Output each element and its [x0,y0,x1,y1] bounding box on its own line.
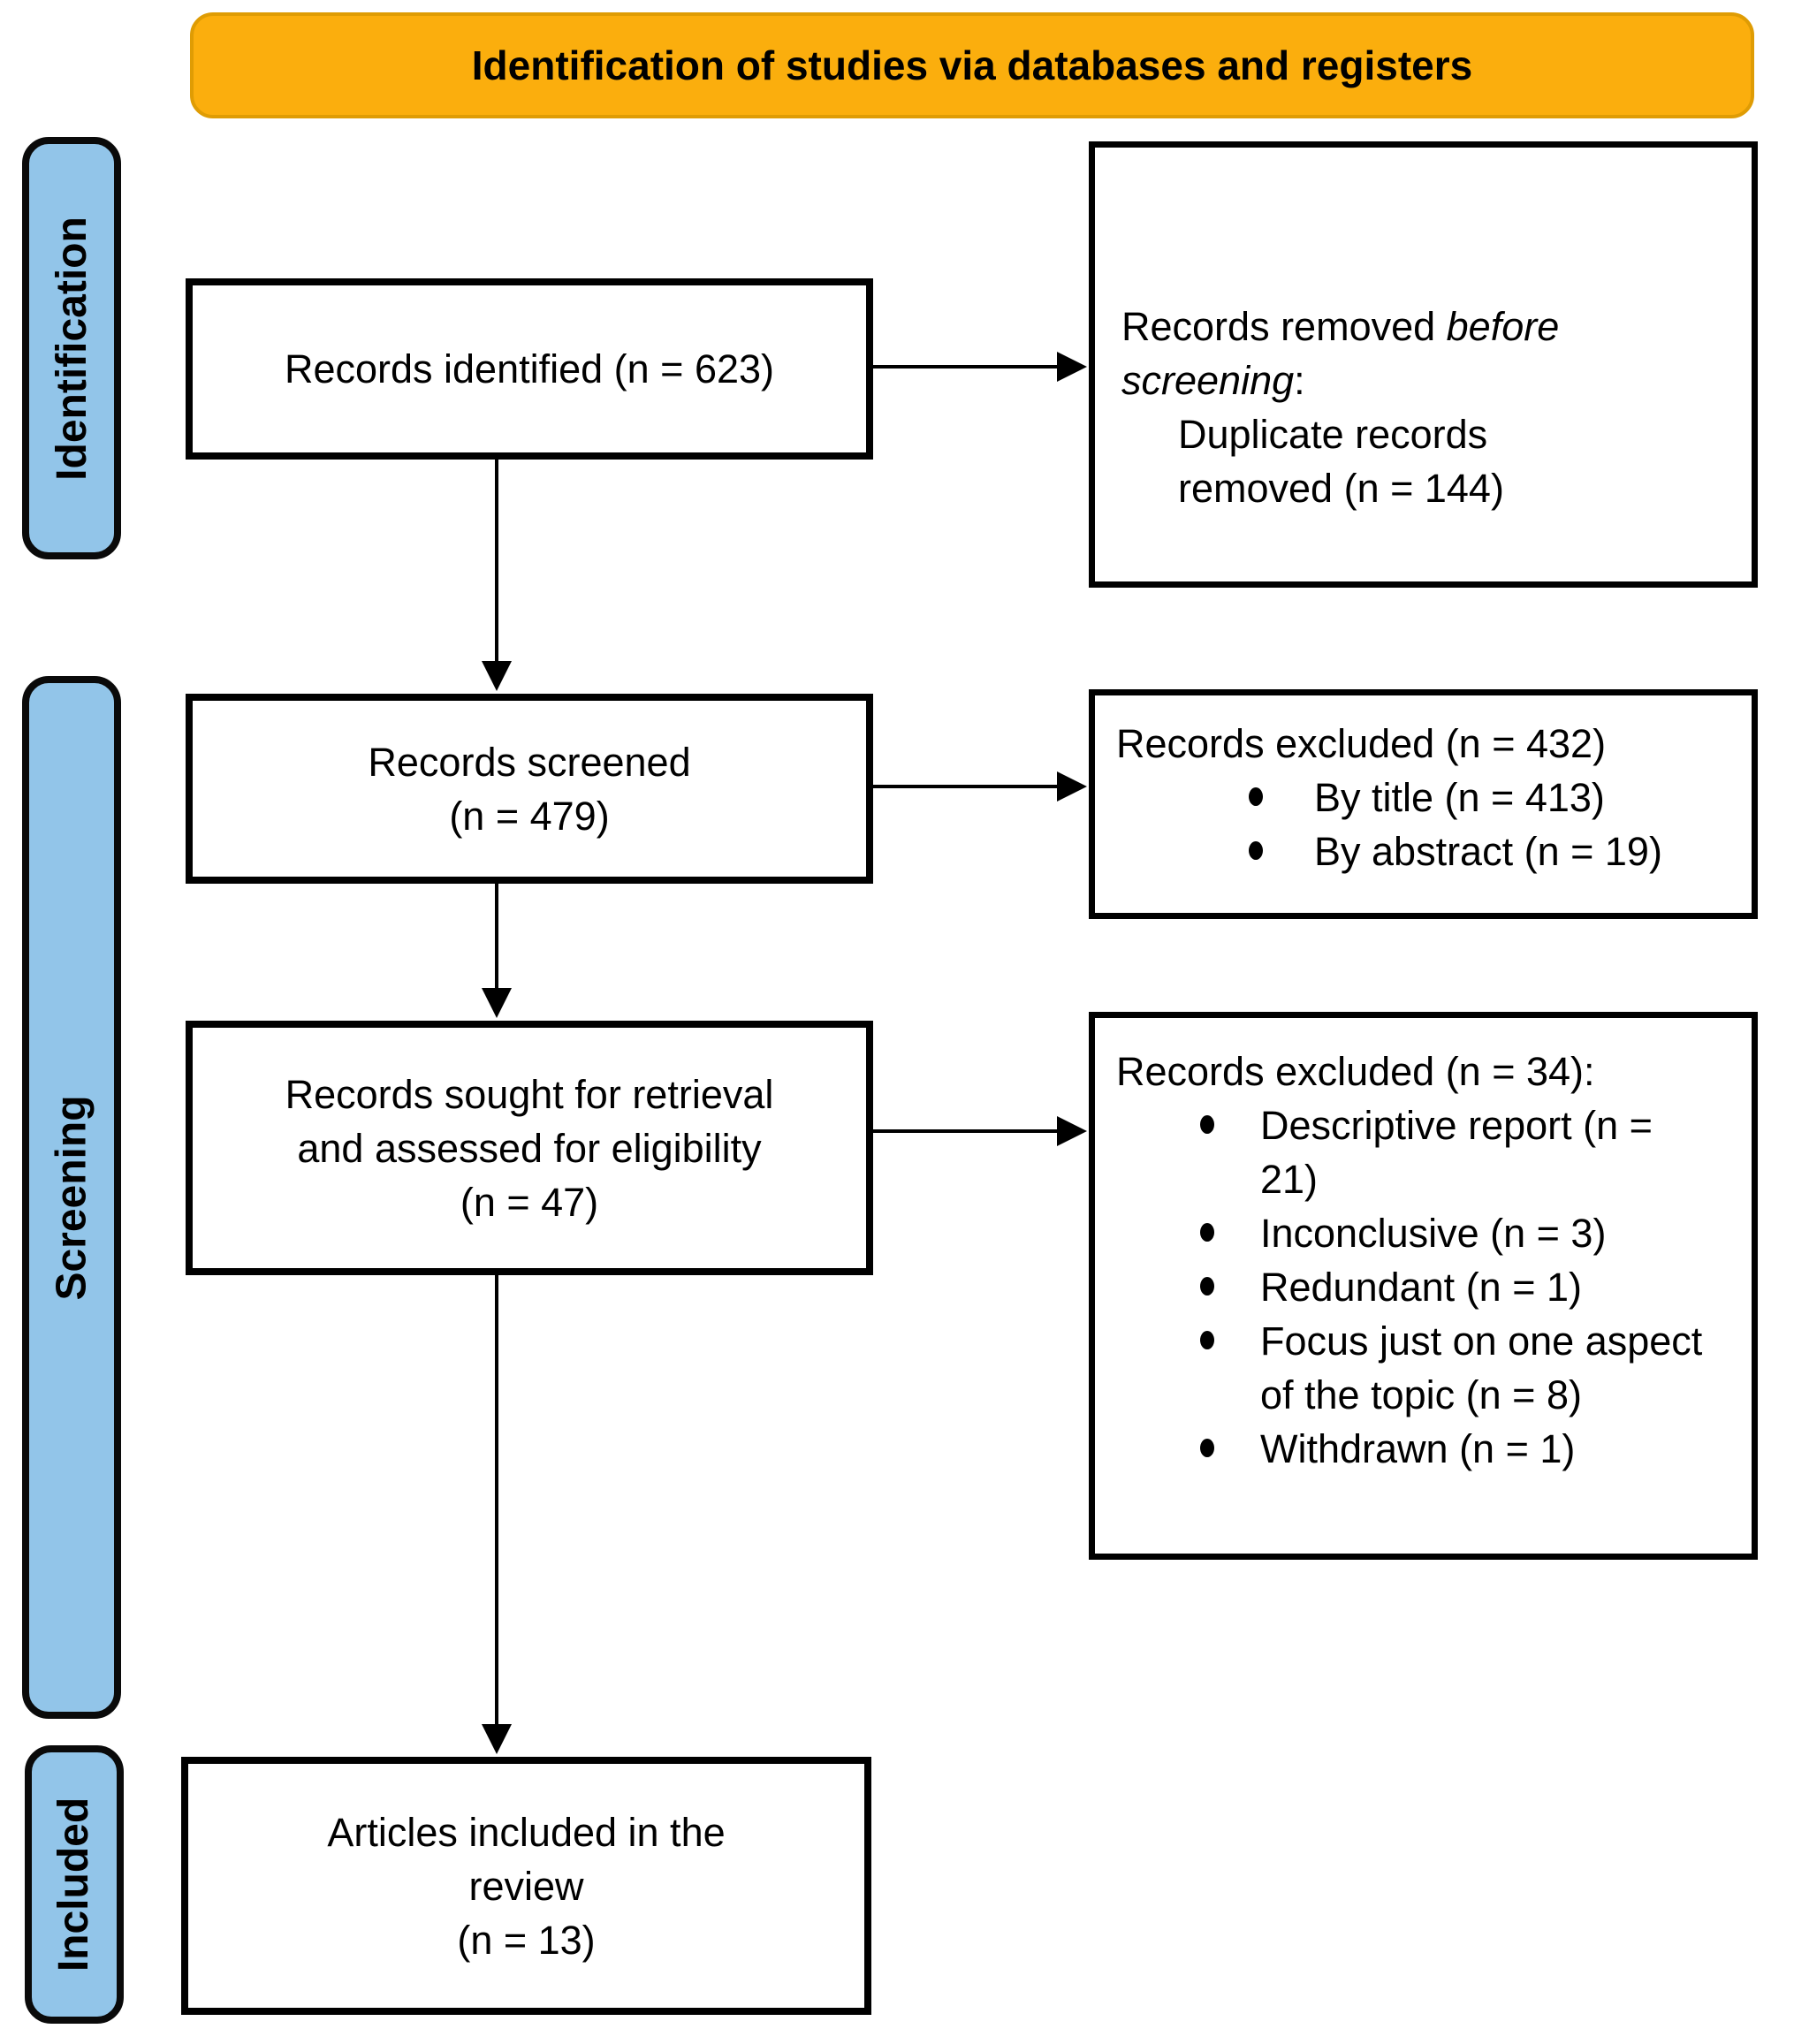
excluded-eligibility-bullet-1-text: Descriptive report (n = 21) [1260,1103,1653,1202]
records-excluded-eligibility-header: Records excluded (n = 34): [1116,1049,1595,1094]
arrow-right-2-line [873,785,1060,788]
box-records-screened: Records screened (n = 479) [186,694,873,884]
records-screened-line1: Records screened [368,739,691,785]
arrow-down-1-line [495,460,498,661]
records-excluded-screening-header: Records excluded (n = 432) [1116,721,1607,766]
excluded-eligibility-bullet-4: Focus just on one aspect of the topic (n… [1116,1314,1743,1422]
arrow-down-icon [482,988,512,1018]
records-removed-suffix: : [1294,358,1305,403]
stage-screening: Screening [22,676,121,1719]
arrow-down-icon [482,1724,512,1754]
box-records-excluded-screening: Records excluded (n = 432) By title (n =… [1089,689,1758,919]
arrow-right-1-line [873,365,1060,369]
arrow-down-3-line [495,1275,498,1724]
excluded-eligibility-bullet-3-text: Redundant (n = 1) [1260,1265,1582,1310]
articles-included-line2: review [468,1863,584,1909]
excluded-eligibility-bullet-2: Inconclusive (n = 3) [1116,1206,1743,1260]
arrow-right-icon [1057,352,1087,382]
articles-included-line3: (n = 13) [457,1917,596,1963]
stage-included-label: Included [50,1797,98,1972]
arrow-right-icon [1057,1116,1087,1146]
arrow-down-2-line [495,884,498,988]
bullet-icon [1249,841,1263,860]
excluded-eligibility-bullet-1: Descriptive report (n = 21) [1116,1098,1743,1206]
excluded-eligibility-bullet-4-text: Focus just on one aspect of the topic (n… [1260,1318,1703,1417]
bullet-icon [1200,1277,1214,1296]
records-removed-emphasis: before screening [1121,304,1560,403]
articles-included-line1: Articles included in the [327,1809,726,1855]
records-screened-line2: (n = 479) [449,793,610,839]
duplicate-records-line1: Duplicate records [1178,412,1488,457]
stage-identification-label: Identification [48,216,95,481]
excluded-screening-bullet-1-text: By title (n = 413) [1314,775,1605,820]
arrow-down-icon [482,661,512,691]
stage-screening-label: Screening [48,1094,95,1301]
box-records-removed-before-screening: Records removed before screening: Duplic… [1089,141,1758,588]
records-removed-prefix: Records removed [1121,304,1447,349]
bullet-icon [1200,1115,1214,1134]
excluded-eligibility-bullet-5: Withdrawn (n = 1) [1116,1422,1743,1476]
records-sought-line3: (n = 47) [460,1179,599,1225]
arrow-right-3-line [873,1129,1060,1133]
duplicate-records-line2: removed (n = 144) [1178,466,1504,511]
stage-identification: Identification [22,137,121,559]
box-articles-included: Articles included in the review (n = 13) [181,1757,871,2015]
bullet-icon [1200,1439,1214,1457]
banner: Identification of studies via databases … [190,12,1754,118]
box-records-excluded-eligibility: Records excluded (n = 34): Descriptive r… [1089,1012,1758,1560]
banner-title: Identification of studies via databases … [471,42,1473,88]
box-records-sought: Records sought for retrieval and assesse… [186,1021,873,1275]
bullet-icon [1200,1223,1214,1242]
excluded-eligibility-bullet-5-text: Withdrawn (n = 1) [1260,1426,1576,1471]
bullet-icon [1200,1331,1214,1349]
excluded-eligibility-bullet-2-text: Inconclusive (n = 3) [1260,1211,1607,1256]
records-sought-line1: Records sought for retrieval [285,1071,774,1117]
excluded-screening-bullet-2-text: By abstract (n = 19) [1314,829,1662,874]
excluded-screening-bullet-1: By title (n = 413) [1116,771,1743,824]
excluded-eligibility-bullet-3: Redundant (n = 1) [1116,1260,1743,1314]
arrow-right-icon [1057,771,1087,802]
stage-included: Included [25,1745,124,2024]
excluded-screening-bullet-2: By abstract (n = 19) [1116,824,1743,878]
records-sought-line2: and assessed for eligibility [297,1125,762,1171]
box-records-identified: Records identified (n = 623) [186,278,873,460]
bullet-icon [1249,787,1263,806]
records-identified-text: Records identified (n = 623) [284,346,775,391]
records-removed-header: Records removed before screening: [1121,300,1594,407]
